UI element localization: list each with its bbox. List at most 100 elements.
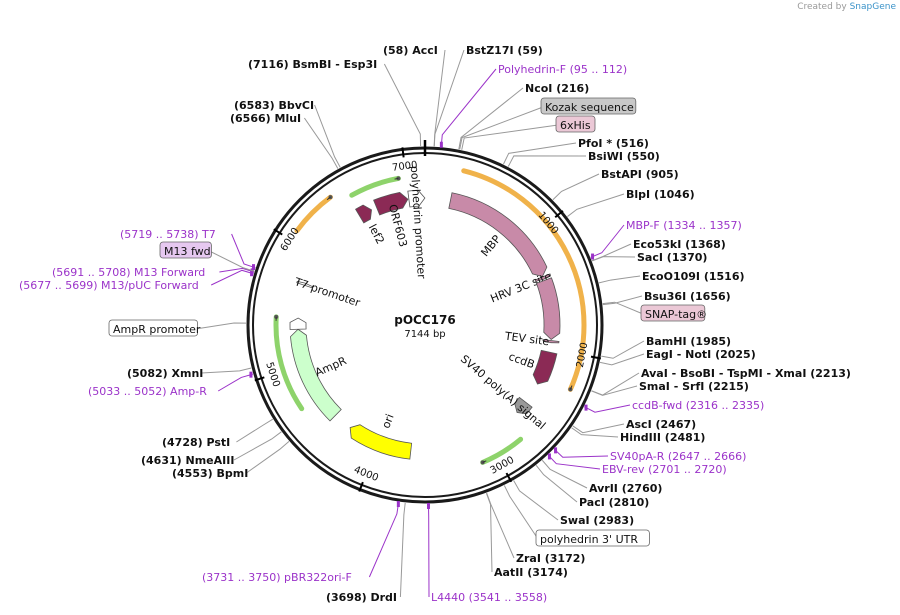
primer-label[interactable]: (5691 .. 5708) M13 Forward: [52, 266, 205, 279]
site-label[interactable]: HindIII (2481): [620, 431, 705, 444]
tick-mark: [590, 355, 602, 360]
leader-line: [201, 367, 252, 374]
site-label[interactable]: (6566) MluI: [230, 112, 301, 125]
site-label[interactable]: BamHI (1985): [646, 335, 731, 348]
site-label[interactable]: Eco53kI (1368): [633, 238, 726, 251]
feature-polyhedrin-promoter[interactable]: [407, 189, 426, 208]
feature-box-label[interactable]: 6xHis: [560, 119, 591, 132]
site-label[interactable]: Bsu36I (1656): [644, 290, 731, 303]
primer-label[interactable]: SV40pA-R (2647 .. 2666): [610, 450, 746, 463]
leader-line: [314, 104, 341, 168]
primer-label[interactable]: (5719 .. 5738) T7: [120, 228, 216, 241]
site-label[interactable]: (4728) PstI: [162, 436, 230, 449]
leader-line: [217, 373, 254, 392]
site-label[interactable]: (58) AccI: [383, 44, 438, 57]
leader-line: [507, 155, 587, 167]
site-label[interactable]: (5082) XmnI: [127, 367, 203, 380]
leader-line: [458, 87, 524, 150]
feature-orf603[interactable]: [373, 191, 409, 216]
feature-label: ORF603: [386, 203, 410, 249]
tick-mark: [401, 147, 405, 158]
feature-box-kozak-sequence[interactable]: [540, 97, 637, 115]
feature-label: SV40 poly(A) signal: [458, 352, 548, 432]
feature-t7-promoter[interactable]: [296, 280, 313, 289]
feature-ampr-promoter[interactable]: [289, 317, 307, 330]
feature-box-label[interactable]: SNAP-tag®: [645, 308, 707, 321]
tick-mark: [273, 228, 283, 236]
primer-label[interactable]: ccdB-fwd (2316 .. 2335): [632, 399, 764, 412]
feature-tev-site[interactable]: [542, 339, 560, 344]
site-label[interactable]: ZraI (3172): [516, 552, 585, 565]
feature-box-label[interactable]: polyhedrin 3' UTR: [540, 533, 638, 546]
site-label[interactable]: (4553) BpmI: [172, 467, 248, 480]
feature-box-label[interactable]: Kozak sequence: [545, 101, 634, 114]
feature-box-6xhis[interactable]: [555, 115, 596, 133]
site-label[interactable]: PfoI * (516): [578, 137, 649, 150]
site-label[interactable]: SmaI - SrfI (2215): [639, 380, 749, 393]
arc-tip: [569, 385, 573, 390]
site-label[interactable]: (6583) BbvCI: [234, 99, 314, 112]
primer-label[interactable]: (5033 .. 5052) Amp-R: [88, 385, 207, 398]
site-label[interactable]: (7116) BsmBI - Esp3I: [248, 58, 377, 71]
feature-box-polyhedrin-3-utr[interactable]: [535, 529, 650, 547]
leader-line: [598, 275, 641, 284]
site-label[interactable]: BstZ17I (59): [466, 44, 543, 57]
primer-label[interactable]: (5677 .. 5699) M13/pUC Forward: [19, 279, 199, 292]
leader-line: [485, 492, 493, 573]
site-label[interactable]: NcoI (216): [525, 82, 589, 95]
primer-label[interactable]: (3731 .. 3750) pBR322ori-F: [202, 571, 352, 584]
site-label[interactable]: AvrII (2760): [589, 482, 662, 495]
feature-sv40-poly-a-signal[interactable]: [514, 396, 533, 415]
tick-mark: [505, 472, 513, 483]
leader-line: [602, 301, 644, 315]
primer-mark: [251, 264, 255, 271]
site-label[interactable]: (3698) DrdI: [326, 591, 397, 604]
feature-lef2[interactable]: [355, 204, 372, 224]
leader-line: [303, 117, 339, 169]
feature-ori[interactable]: [349, 424, 413, 460]
primer-label[interactable]: EBV-rev (2701 .. 2720): [602, 463, 727, 476]
site-label[interactable]: (4631) NmeAIII: [141, 454, 234, 467]
credit-prefix: Created by: [797, 2, 847, 12]
site-label[interactable]: BlpI (1046): [626, 188, 695, 201]
site-label[interactable]: BsiWI (550): [588, 150, 660, 163]
site-label[interactable]: AscI (2467): [626, 418, 696, 431]
feature-box-m13-fwd[interactable]: [159, 241, 212, 259]
primer-mark: [396, 501, 400, 508]
feature-hrv-3c-site[interactable]: [534, 273, 552, 282]
site-label[interactable]: AvaI - BsoBI - TspMI - XmaI (2213): [641, 367, 851, 380]
leader-line: [427, 503, 430, 598]
primer-label[interactable]: Polyhedrin-F (95 .. 112): [498, 63, 627, 76]
site-label[interactable]: EagI - NotI (2025): [646, 348, 756, 361]
leader-line: [233, 431, 282, 461]
feature-label: MBP: [478, 232, 503, 259]
plasmid-name: pOCC176: [394, 313, 455, 327]
feature-box-label[interactable]: M13 fwd: [164, 245, 211, 258]
feature-label: ori: [379, 412, 396, 430]
site-label[interactable]: BstAPI (905): [601, 168, 679, 181]
site-label[interactable]: AatII (3174): [494, 566, 568, 579]
primer-mark: [591, 253, 595, 260]
feature-mbp[interactable]: [448, 192, 548, 278]
leader-line: [210, 269, 254, 286]
leader-line: [553, 448, 609, 458]
feature-ampr[interactable]: [290, 328, 342, 422]
direction-arc: [273, 314, 305, 412]
primer-mark: [554, 447, 558, 454]
primer-label[interactable]: MBP-F (1334 .. 1357): [626, 219, 742, 232]
direction-arc: [349, 175, 401, 198]
site-label[interactable]: SwaI (2983): [560, 514, 634, 527]
feature-snap-tag[interactable]: [535, 277, 561, 341]
direction-arc: [294, 194, 333, 234]
feature-box-label[interactable]: AmpR promoter: [113, 323, 201, 336]
leader-line: [591, 243, 632, 262]
feature-box-ampr-promoter[interactable]: [108, 319, 198, 337]
site-label[interactable]: EcoO109I (1516): [642, 270, 745, 283]
feature-box-snap-tag[interactable]: [640, 304, 706, 322]
tick-mark: [254, 376, 265, 382]
primer-label[interactable]: L4440 (3541 .. 3558): [431, 591, 547, 604]
site-label[interactable]: SacI (1370): [637, 251, 707, 264]
site-label[interactable]: PacI (2810): [579, 496, 649, 509]
feature-ccdb[interactable]: [532, 349, 558, 385]
leader-line: [195, 322, 247, 330]
